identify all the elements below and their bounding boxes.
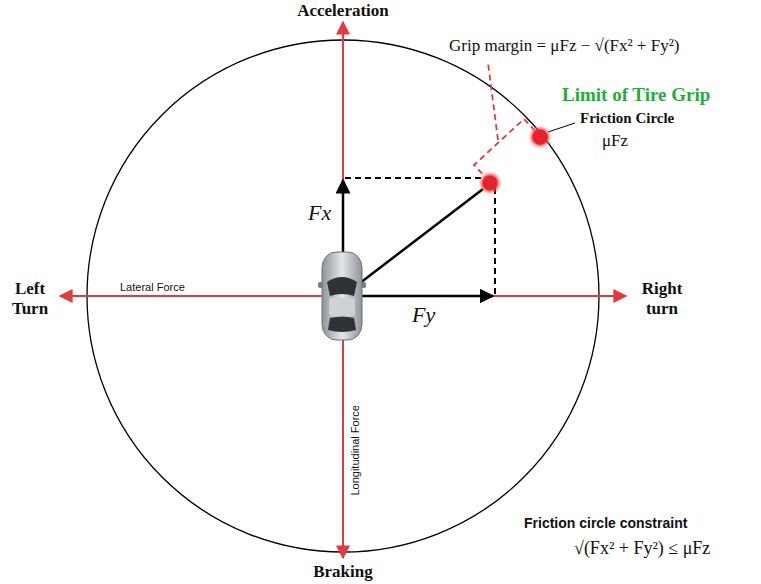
grip-margin-leader <box>488 63 498 140</box>
projection-dash <box>494 178 496 294</box>
right-axis <box>343 295 626 297</box>
vector-label: Fx <box>306 200 333 225</box>
limit-point <box>528 125 552 149</box>
fy-vector <box>343 295 493 298</box>
limit-leader <box>548 123 575 132</box>
axis-label: Braking <box>311 562 375 582</box>
projection-dash <box>345 177 495 179</box>
limit-point <box>533 130 548 145</box>
vector-label: Fy <box>410 302 437 327</box>
note-title: Friction circle constraint <box>522 515 689 531</box>
car-icon <box>318 252 366 340</box>
axis-label: Acceleration <box>295 1 391 21</box>
axis-name: Lateral Force <box>118 281 187 294</box>
callout-label: Friction Circle <box>578 110 676 127</box>
force-point <box>478 171 502 195</box>
formula-label: Grip margin = μFz − √(Fx² + Fy²) <box>447 36 681 56</box>
resultant-vector <box>343 189 483 296</box>
left-axis <box>60 295 343 297</box>
force-point <box>483 176 497 190</box>
grip-margin-bracket <box>474 119 539 181</box>
formula-label: √(Fx² + Fy²) ≤ μFz <box>572 538 712 559</box>
axis-label: Left Turn <box>3 279 57 318</box>
callout-title: Limit of Tire Grip <box>560 84 712 106</box>
axis-label: Right turn <box>632 279 692 318</box>
callout-label: μFz <box>600 131 630 151</box>
axis-name: Longitudinal Force <box>349 403 362 498</box>
